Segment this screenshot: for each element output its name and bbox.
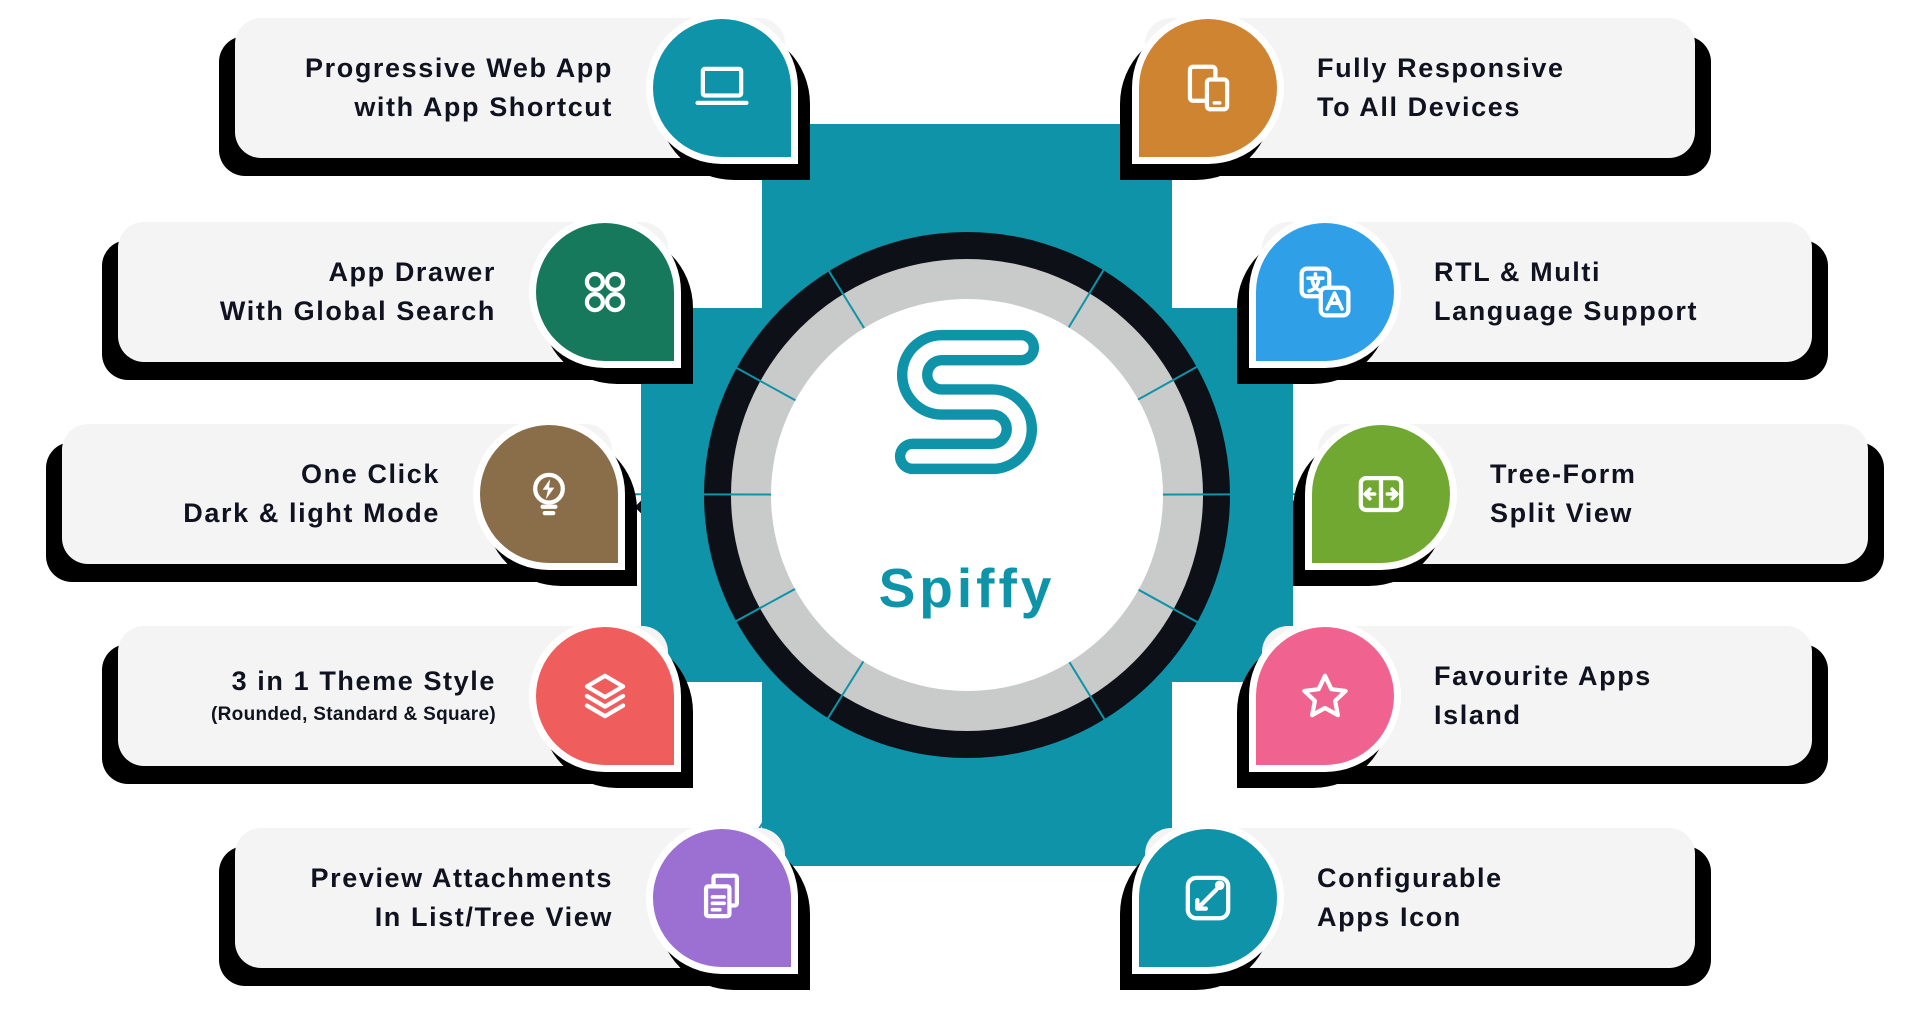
feature-line-1: One Click (301, 459, 440, 490)
feature-line-2: To All Devices (1317, 91, 1521, 122)
laptop-icon (653, 19, 791, 157)
layers-icon (536, 627, 674, 765)
feature-line-1: 3 in 1 Theme Style (231, 666, 496, 697)
feature-card-rtl-language: RTL & Multi Language Support (1256, 222, 1812, 362)
feature-card-app-drawer: App Drawer With Global Search (118, 222, 674, 362)
feature-card-label: RTL & Multi Language Support (1434, 222, 1786, 362)
feature-line-2: with App Shortcut (354, 91, 613, 122)
feature-line-2: In List/Tree View (374, 901, 613, 932)
devices-icon (1139, 19, 1277, 157)
documents-icon (653, 829, 791, 967)
feature-card-label: One Click Dark & light Mode (88, 424, 440, 564)
feature-card-split-view: Tree-Form Split View (1312, 424, 1868, 564)
feature-line-2: With Global Search (219, 295, 496, 326)
feature-line-2: (Rounded, Standard & Square) (211, 704, 496, 726)
feature-line-1: Progressive Web App (305, 53, 613, 84)
feature-card-label: Fully Responsive To All Devices (1317, 18, 1669, 158)
config-apps-icon (1139, 829, 1277, 967)
feature-line-1: Favourite Apps (1434, 661, 1652, 692)
app-grid-icon (536, 223, 674, 361)
brand-name: Spiffy (878, 557, 1056, 619)
spiffy-logo (894, 329, 1040, 475)
feature-line-1: App Drawer (328, 257, 496, 288)
feature-line-2: Language Support (1434, 295, 1699, 326)
feature-card-favourite-apps: Favourite Apps Island (1256, 626, 1812, 766)
bulb-flash-icon (480, 425, 618, 563)
split-view-icon (1312, 425, 1450, 563)
feature-card-label: Progressive Web App with App Shortcut (261, 18, 613, 158)
feature-card-label: Preview Attachments In List/Tree View (261, 828, 613, 968)
feature-line-1: Tree-Form (1490, 459, 1637, 490)
feature-card-label: Configurable Apps Icon (1317, 828, 1669, 968)
feature-card-label: App Drawer With Global Search (144, 222, 496, 362)
feature-line-2: Island (1434, 699, 1522, 730)
feature-line-2: Dark & light Mode (183, 497, 440, 528)
star-icon (1256, 627, 1394, 765)
feature-card-theme-style: 3 in 1 Theme Style (Rounded, Standard & … (118, 626, 674, 766)
feature-line-2: Split View (1490, 497, 1634, 528)
feature-card-label: 3 in 1 Theme Style (Rounded, Standard & … (144, 626, 496, 766)
feature-card-responsive: Fully Responsive To All Devices (1139, 18, 1695, 158)
feature-card-pwa: Progressive Web App with App Shortcut (235, 18, 791, 158)
feature-card-label: Tree-Form Split View (1490, 424, 1842, 564)
feature-card-configurable-icons: Configurable Apps Icon (1139, 828, 1695, 968)
feature-line-1: RTL & Multi (1434, 257, 1602, 288)
feature-card-preview-attachments: Preview Attachments In List/Tree View (235, 828, 791, 968)
translate-icon (1256, 223, 1394, 361)
feature-line-1: Configurable (1317, 863, 1503, 894)
feature-card-label: Favourite Apps Island (1434, 626, 1786, 766)
feature-card-dark-light-mode: One Click Dark & light Mode (62, 424, 618, 564)
feature-line-2: Apps Icon (1317, 901, 1462, 932)
feature-line-1: Preview Attachments (310, 863, 613, 894)
feature-line-1: Fully Responsive (1317, 53, 1565, 84)
